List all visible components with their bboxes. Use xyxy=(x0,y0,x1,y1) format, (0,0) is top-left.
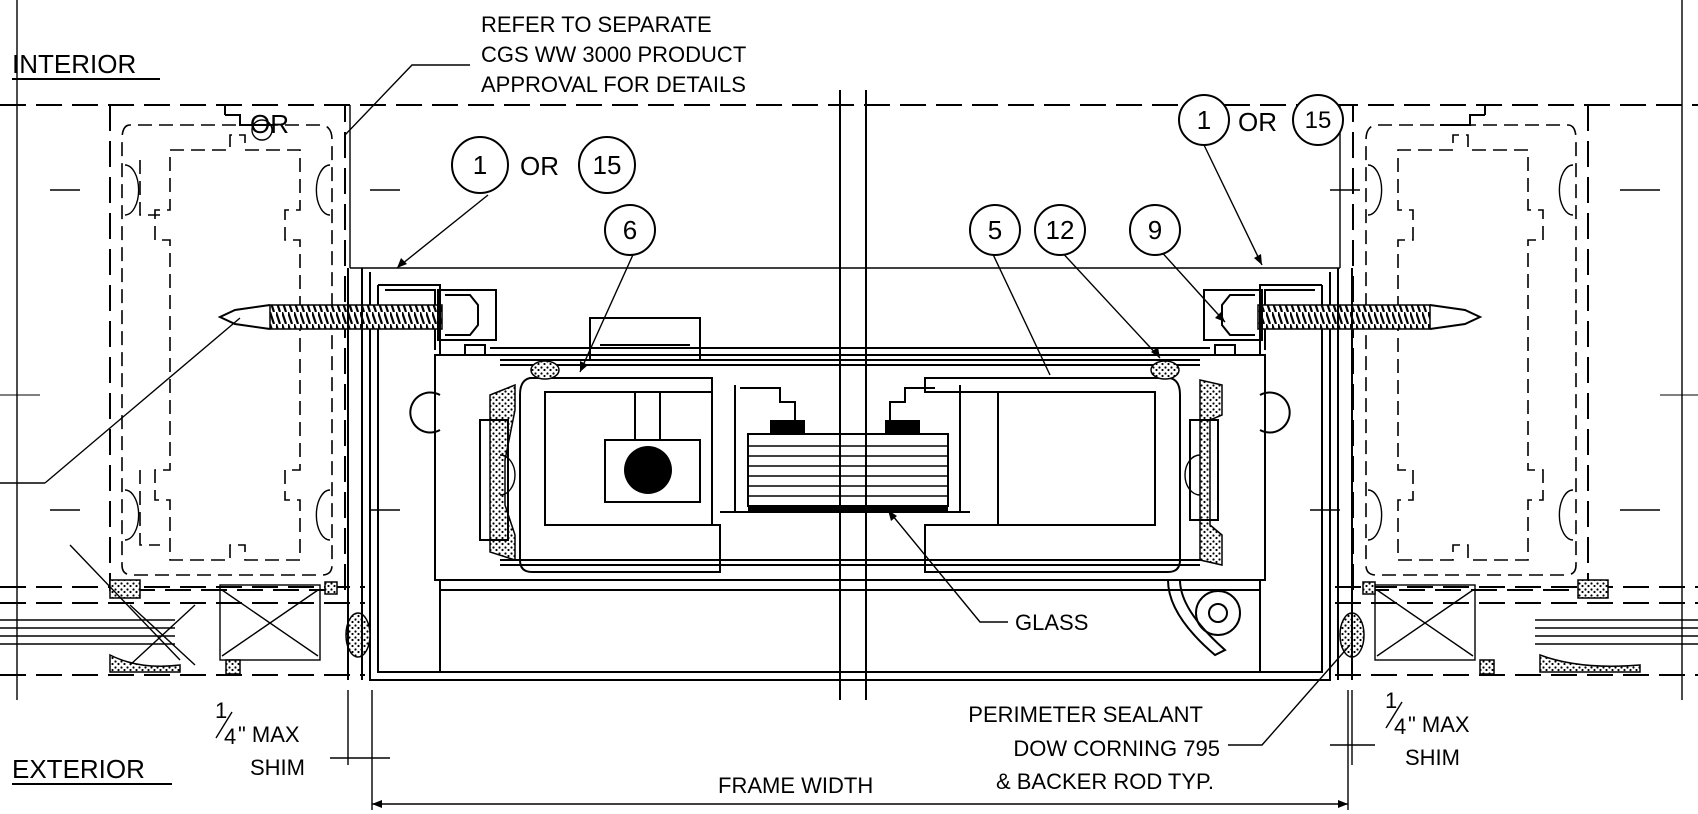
or-label-left: OR xyxy=(520,151,559,181)
callout-6: 6 xyxy=(604,204,656,256)
perimeter-sealant xyxy=(345,268,1365,680)
glass-label: GLASS xyxy=(1015,610,1088,635)
callout-1-right-text: 1 xyxy=(1197,105,1211,135)
callout-9-text: 9 xyxy=(1148,215,1162,245)
callout-12: 12 xyxy=(1034,204,1086,256)
shim-left-max: " MAX xyxy=(238,722,300,747)
callout-1-left: 1 xyxy=(451,136,509,194)
shim-right-word: SHIM xyxy=(1405,745,1460,770)
glass-unit xyxy=(720,385,970,513)
right-adjacent-storefront xyxy=(1310,105,1698,675)
leader-lines xyxy=(0,64,1351,746)
shim-left-word: SHIM xyxy=(250,755,305,780)
callout-15-left: 15 xyxy=(578,136,636,194)
shim-left-num: 1 xyxy=(215,698,227,723)
callout-5-text: 5 xyxy=(988,215,1002,245)
shim-right-num: 1 xyxy=(1385,688,1397,713)
callout-1-right: 1 xyxy=(1178,94,1230,146)
callout-15-right-text: 15 xyxy=(1305,107,1332,134)
interior-label: INTERIOR xyxy=(12,49,136,79)
sealant-line-1: PERIMETER SEALANT xyxy=(968,702,1203,727)
shim-note-right: 1 4 " MAX SHIM xyxy=(1385,688,1470,770)
frame-width-dimension xyxy=(371,690,1349,810)
center-break-lines xyxy=(839,90,867,700)
callout-9: 9 xyxy=(1129,204,1181,256)
callout-15-right: 15 xyxy=(1292,94,1344,146)
sealant-note: PERIMETER SEALANT DOW CORNING 795 & BACK… xyxy=(968,702,1220,794)
shim-right-max: " MAX xyxy=(1408,712,1470,737)
screw-bosses xyxy=(409,391,1291,434)
sealant-line-2: DOW CORNING 795 xyxy=(1013,736,1220,761)
callout-15-left-text: 15 xyxy=(593,150,622,180)
note-line-2: CGS WW 3000 PRODUCT xyxy=(481,42,746,67)
product-approval-note: REFER TO SEPARATE CGS WW 3000 PRODUCT AP… xyxy=(481,12,746,97)
exterior-label: EXTERIOR xyxy=(12,754,145,784)
sealant-line-3: & BACKER ROD TYP. xyxy=(996,769,1214,794)
note-line-1: REFER TO SEPARATE xyxy=(481,12,712,37)
shim-dimension-left xyxy=(330,690,390,765)
or-label-clip: OR xyxy=(250,109,289,139)
frame-width-label: FRAME WIDTH xyxy=(718,773,873,798)
callout-6-text: 6 xyxy=(623,215,637,245)
shim-right-den: 4 xyxy=(1394,714,1406,739)
left-sash xyxy=(479,317,721,573)
left-adjacent-storefront xyxy=(0,105,400,675)
exterior-wall-lines xyxy=(0,586,1698,676)
callout-12-text: 12 xyxy=(1046,215,1075,245)
shim-note-left: 1 4 " MAX SHIM xyxy=(215,698,305,780)
right-sash xyxy=(924,360,1241,657)
or-label-right: OR xyxy=(1238,107,1277,137)
shim-left-den: 4 xyxy=(224,724,236,749)
left-anchor-screw xyxy=(217,289,497,356)
note-line-3: APPROVAL FOR DETAILS xyxy=(481,72,746,97)
right-anchor-screw xyxy=(1203,289,1483,356)
callout-5: 5 xyxy=(969,204,1021,256)
shim-dimension-right xyxy=(1330,690,1375,765)
callout-1-left-text: 1 xyxy=(473,150,487,180)
